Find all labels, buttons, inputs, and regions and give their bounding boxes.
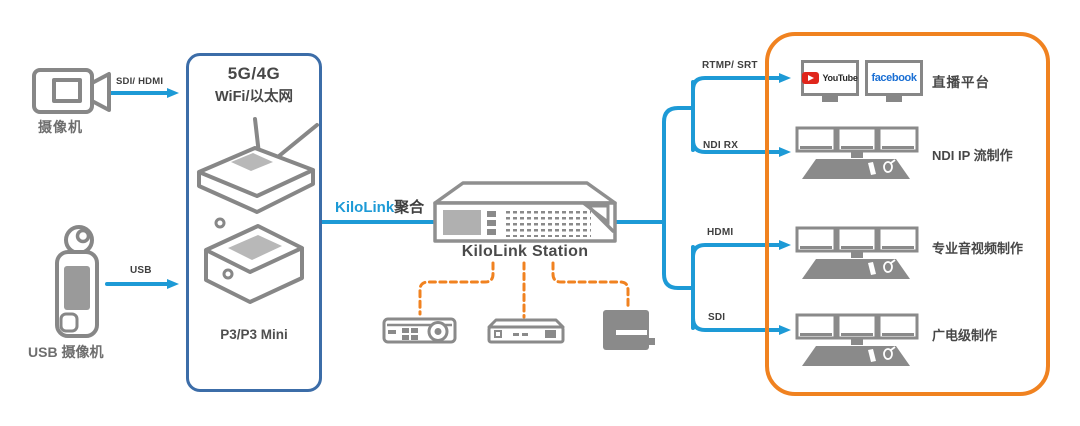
decoder-box-icon (487, 318, 565, 344)
hdmi-link-label: HDMI (707, 227, 734, 238)
storage-recorder-icon (603, 310, 655, 350)
kilolink-station-icon (433, 181, 617, 243)
sdi-arrow (691, 245, 791, 335)
ndi-workstation-icon (795, 126, 920, 180)
camera-label: 摄像机 (38, 119, 83, 135)
peripheral-link-left (418, 261, 495, 316)
youtube-monitor: YouTube (801, 60, 859, 96)
peripheral-link-right (551, 261, 630, 310)
pro-av-workstation-icon (795, 226, 920, 280)
ndi-rx-link-label: NDI RX (703, 140, 739, 151)
kilolink-suffix-text: 聚合 (394, 199, 425, 216)
p3-encoder-icon (204, 217, 304, 304)
kilolink-aggregation-label: KiloLink聚合 (335, 196, 424, 217)
production-group-box (765, 32, 1050, 396)
output-trunk (662, 106, 695, 290)
usb-link-label: USB (130, 265, 152, 276)
output-label-pro-av: 专业音视频制作 (932, 241, 1024, 256)
youtube-monitor-stand (822, 96, 838, 102)
sdi-hdmi-link-label: SDI/ HDMI (116, 76, 164, 87)
kilolink-station-label: KiloLink Station (461, 243, 589, 260)
ndi-rx-arrow (691, 80, 791, 157)
facebook-wordmark: facebook (871, 72, 917, 84)
facebook-monitor-stand (886, 96, 902, 102)
kilolink-brand-text: KiloLink (335, 199, 395, 216)
bonding-router-icon (197, 117, 319, 214)
usb-camera-label: USB 摄像机 (28, 344, 104, 360)
sdi-link-label: SDI (708, 312, 726, 323)
output-label-broadcast: 广电级制作 (932, 328, 998, 343)
facebook-monitor: facebook (865, 60, 923, 96)
p3-device-label: P3/P3 Mini (220, 327, 288, 342)
encoder-box-title-line2: WiFi/以太网 (214, 89, 293, 105)
output-label-ndi: NDI IP 流制作 (932, 148, 1013, 163)
youtube-wordmark: YouTube (822, 73, 858, 83)
usb-gimbal-camera-icon (55, 225, 99, 338)
av-converter-icon (382, 317, 457, 344)
output-label-live-platform: 直播平台 (932, 75, 990, 90)
broadcast-workstation-icon (795, 313, 920, 367)
encoder-group-box: 5G/4G WiFi/以太网 (186, 53, 322, 392)
video-camera-icon (32, 68, 111, 114)
rtmp-srt-link-label: RTMP/ SRT (702, 60, 758, 71)
encoder-box-title-line1: 5G/4G (227, 64, 281, 83)
youtube-play-icon (802, 72, 820, 84)
